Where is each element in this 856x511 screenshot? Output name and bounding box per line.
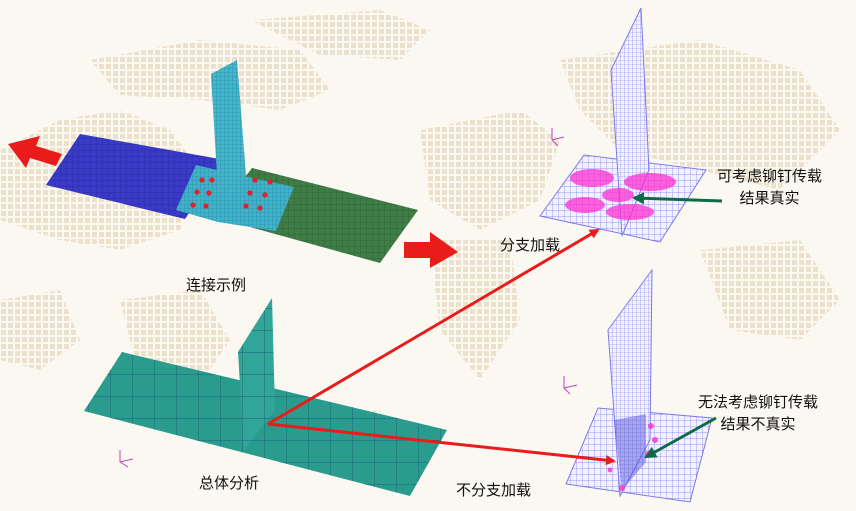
axis-triad-icon	[551, 128, 565, 147]
load-arrow-icon	[8, 136, 62, 168]
rivet-considered-line2: 结果真实	[739, 188, 800, 207]
rivet-considered-line1: 可考虑铆钉传载	[717, 167, 823, 185]
rivet-considered-note: 可考虑铆钉传载 结果真实	[717, 166, 822, 210]
load-arrow-icon	[404, 232, 458, 268]
global-analysis-model	[84, 298, 447, 496]
rivet-not-considered-note: 无法考虑铆钉传载 结果不真实	[698, 392, 818, 436]
axis-triad-icon	[563, 376, 578, 395]
axis-triad-icon	[119, 450, 134, 468]
branch-loading-model	[539, 7, 707, 243]
rivet-considered-pointer	[632, 192, 723, 205]
branch-loading-arrow	[267, 228, 600, 426]
connection-example-model	[46, 60, 418, 263]
no-branch-loading-arrow	[267, 422, 616, 466]
stress-contour	[565, 169, 676, 220]
branch-loading-label: 分支加载	[500, 236, 561, 254]
rivet-not-considered-line1: 无法考虑铆钉传载	[698, 393, 819, 411]
global-analysis-label: 总体分析	[199, 474, 260, 492]
rivets	[190, 177, 273, 211]
no-branch-loading-model	[565, 268, 713, 503]
no-branch-loading-label: 不分支加载	[456, 481, 532, 499]
rivet-not-considered-pointer	[644, 416, 717, 459]
connection-example-label: 连接示例	[186, 276, 247, 294]
rivet-not-considered-line2: 结果不真实	[720, 414, 796, 433]
